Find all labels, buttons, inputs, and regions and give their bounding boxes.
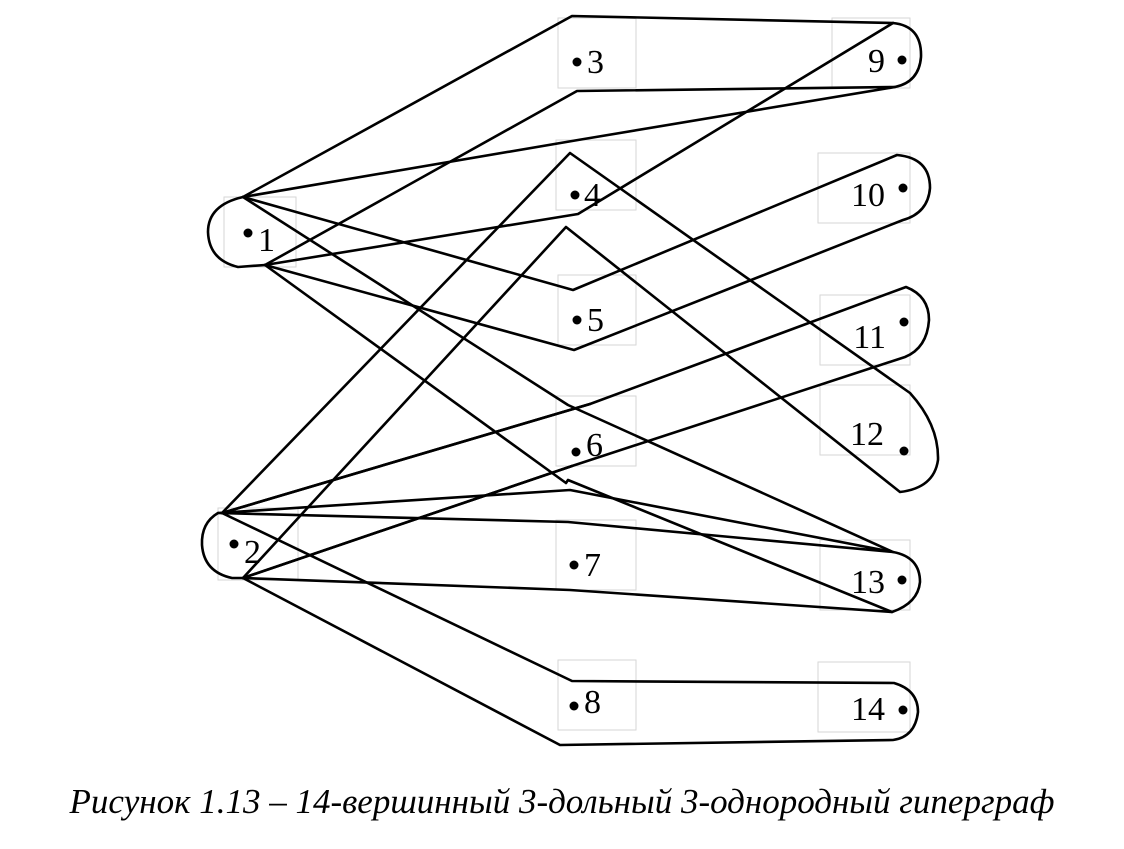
vertex-8-label-box xyxy=(557,659,637,731)
vertex-4-label-box xyxy=(555,139,637,211)
hyperedge-1-5-10 xyxy=(241,153,932,352)
vertex-7-label-box xyxy=(555,519,637,591)
vertex-3-label: 3 xyxy=(587,44,604,81)
vertex-9-label: 9 xyxy=(868,43,885,80)
vertex-11-label: 11 xyxy=(853,319,886,356)
hyperedge-2-8-14 xyxy=(220,511,920,747)
vertex-4: 4 xyxy=(570,177,601,214)
hyperedge-1-4-9 xyxy=(241,21,897,267)
vertex-10-label: 10 xyxy=(851,177,885,214)
vertex-13: 13 xyxy=(851,564,907,601)
vertex-9-dot xyxy=(897,55,907,65)
vertex-12-label: 12 xyxy=(850,416,884,453)
vertex-10: 10 xyxy=(851,177,908,214)
hyperedge-2-5-11 xyxy=(220,285,931,580)
hyperedge-2-7-13 xyxy=(216,488,895,614)
vertex-1-enclosure xyxy=(206,195,267,269)
figure-caption: Рисунок 1.13 – 14-вершинный 3-дольный 3-… xyxy=(69,782,1055,821)
hyperedge-1-6-13 xyxy=(241,195,922,614)
vertex-6-dot xyxy=(571,447,581,457)
vertex-12-dot xyxy=(899,446,909,456)
hyperedge-2-4-12 xyxy=(220,151,940,580)
vertex-2-label: 2 xyxy=(244,534,261,571)
vertex-4-dot xyxy=(570,190,580,200)
vertex-7: 7 xyxy=(569,547,601,584)
vertex-8-dot xyxy=(569,701,579,711)
vertex-13-dot xyxy=(897,575,907,585)
vertex-7-label: 7 xyxy=(584,547,601,584)
vertex-1-label: 1 xyxy=(258,222,275,259)
vertex-12-label-box xyxy=(819,384,911,456)
vertex-8: 8 xyxy=(569,684,601,721)
vertex-3: 3 xyxy=(572,44,604,81)
vertex-8-label: 8 xyxy=(584,684,601,721)
vertex-5-label: 5 xyxy=(587,302,604,339)
vertex-6-label-box xyxy=(555,395,637,467)
hyperedge-2-6-12 xyxy=(220,402,592,580)
vertex-2-enclosure xyxy=(200,511,245,580)
vertex-2: 2 xyxy=(229,534,261,571)
vertex-2-label-box xyxy=(217,507,299,581)
vertex-10-dot xyxy=(898,183,908,193)
vertex-13-label: 13 xyxy=(851,564,885,601)
vertex-3-label-box xyxy=(557,17,637,89)
vertex-5-label-box xyxy=(557,274,637,346)
vertex-14: 14 xyxy=(851,691,908,728)
vertex-6: 6 xyxy=(571,427,603,464)
vertex-11-dot xyxy=(899,317,909,327)
vertex-14-dot xyxy=(898,705,908,715)
vertex-1-dot xyxy=(243,228,253,238)
vertex-5-dot xyxy=(572,315,582,325)
vertex-11: 11 xyxy=(853,317,909,356)
vertex-2-dot xyxy=(229,539,239,549)
vertex-1: 1 xyxy=(243,222,275,259)
vertex-14-label: 14 xyxy=(851,691,885,728)
vertex-7-dot xyxy=(569,560,579,570)
vertex-12: 12 xyxy=(850,416,909,456)
vertex-5: 5 xyxy=(572,302,604,339)
vertex-6-label: 6 xyxy=(586,427,603,464)
vertex-9: 9 xyxy=(868,43,907,80)
vertex-4-label: 4 xyxy=(584,177,601,214)
vertex-3-dot xyxy=(572,57,582,67)
vertex-14-label-box xyxy=(817,661,911,733)
hyperedge-1-3-9 xyxy=(241,14,923,267)
